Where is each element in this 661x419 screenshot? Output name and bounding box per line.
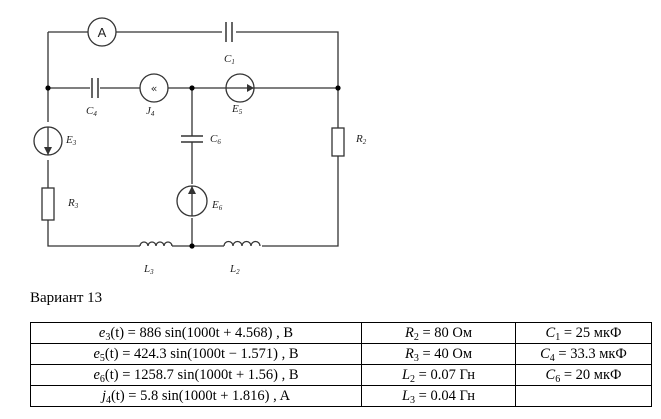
inductor-l2: L2 — [223, 240, 261, 276]
symbol-name: C — [545, 366, 556, 383]
symbol-name: e — [93, 345, 100, 362]
symbol-name: R — [404, 345, 414, 362]
table-cell-resistance: L2 = 0.07 Гн — [361, 364, 516, 386]
svg-text:C4: C4 — [86, 105, 97, 118]
voltage-source-e6: E6 — [176, 185, 223, 217]
svg-text:J4: J4 — [146, 105, 155, 118]
capacitor-c6: C6 — [181, 133, 221, 146]
svg-text:R3: R3 — [67, 197, 79, 210]
svg-text:L3: L3 — [143, 263, 154, 276]
capacitor-c4: C4 — [86, 78, 99, 118]
symbol-name: R — [404, 324, 414, 341]
svg-text:C1: C1 — [224, 53, 235, 66]
svg-text:A: A — [98, 25, 107, 40]
symbol-expression: = 80 Ом — [418, 324, 473, 341]
table-cell-capacitance: C4 = 33.3 мкФ — [515, 343, 652, 365]
svg-text:C6: C6 — [210, 133, 221, 146]
symbol-expression: (t) = 5.8 sin(1000t + 1.816) , A — [110, 387, 291, 404]
table-cell-source: j4(t) = 5.8 sin(1000t + 1.816) , A — [30, 385, 362, 407]
symbol-expression: = 33.3 мкФ — [554, 345, 627, 362]
voltage-source-e3: E3 — [33, 126, 77, 156]
table-cell-capacitance: C6 = 20 мкФ — [515, 364, 652, 386]
wires — [47, 31, 339, 247]
junction-dots — [45, 85, 341, 249]
svg-text:E3: E3 — [65, 134, 77, 147]
capacitor-c1: C1 — [224, 22, 235, 66]
svg-text:«: « — [151, 82, 158, 95]
symbol-name: L — [401, 387, 411, 404]
symbol-expression: = 0.07 Гн — [415, 366, 476, 383]
symbol-subscript: 4 — [549, 352, 555, 364]
table-cell-resistance: R3 = 40 Ом — [361, 343, 516, 365]
symbol-subscript: 5 — [99, 352, 105, 364]
table-cell-capacitance — [515, 385, 652, 407]
table-cell-resistance: L3 = 0.04 Гн — [361, 385, 516, 407]
symbol-subscript: 2 — [413, 331, 419, 343]
symbol-subscript: 4 — [105, 394, 111, 406]
table-cell-source: e3(t) = 886 sin(1000t + 4.568) , B — [30, 322, 362, 344]
symbol-subscript: 1 — [555, 331, 561, 343]
symbol-subscript: 6 — [555, 373, 561, 385]
symbol-name: j — [101, 387, 106, 404]
svg-text:R2: R2 — [355, 133, 367, 146]
symbol-subscript: 3 — [413, 352, 419, 364]
current-source-j4: « J4 — [139, 73, 169, 118]
variant-title: Вариант 13 — [30, 290, 103, 306]
table-cell-resistance: R2 = 80 Ом — [361, 322, 516, 344]
resistor-r3: R3 — [41, 187, 79, 221]
svg-text:L2: L2 — [229, 263, 240, 276]
resistor-r2: R2 — [331, 127, 367, 157]
symbol-name: e — [93, 366, 100, 383]
table-cell-capacitance: C1 = 25 мкФ — [515, 322, 652, 344]
symbol-name: C — [545, 324, 556, 341]
circuit-diagram: A C1 C4 « J4 E5 C6 E3 R2 — [33, 17, 367, 276]
svg-text:E5: E5 — [231, 103, 243, 116]
symbol-subscript: 2 — [410, 373, 416, 385]
symbol-name: C — [540, 345, 550, 362]
symbol-expression: = 40 Ом — [418, 345, 473, 362]
symbol-subscript: 6 — [99, 373, 105, 385]
symbol-subscript: 3 — [410, 394, 416, 406]
symbol-expression: (t) = 1258.7 sin(1000t + 1.56) , B — [104, 366, 299, 383]
symbol-expression: (t) = 424.3 sin(1000t − 1.571) , B — [104, 345, 299, 362]
symbol-name: e — [98, 324, 106, 341]
table-cell-source: e5(t) = 424.3 sin(1000t − 1.571) , B — [30, 343, 362, 365]
symbol-expression: = 0.04 Гн — [415, 387, 476, 404]
symbol-name: L — [401, 366, 411, 383]
symbol-expression: (t) = 886 sin(1000t + 4.568) , B — [110, 324, 294, 341]
symbol-subscript: 3 — [105, 331, 111, 343]
symbol-expression: = 25 мкФ — [560, 324, 622, 341]
table-cell-source: e6(t) = 1258.7 sin(1000t + 1.56) , B — [30, 364, 362, 386]
voltage-source-e5: E5 — [225, 73, 255, 116]
inductor-l3: L3 — [139, 241, 173, 276]
ammeter-symbol: A — [87, 17, 117, 47]
svg-text:E6: E6 — [211, 199, 223, 212]
symbol-expression: = 20 мкФ — [560, 366, 622, 383]
